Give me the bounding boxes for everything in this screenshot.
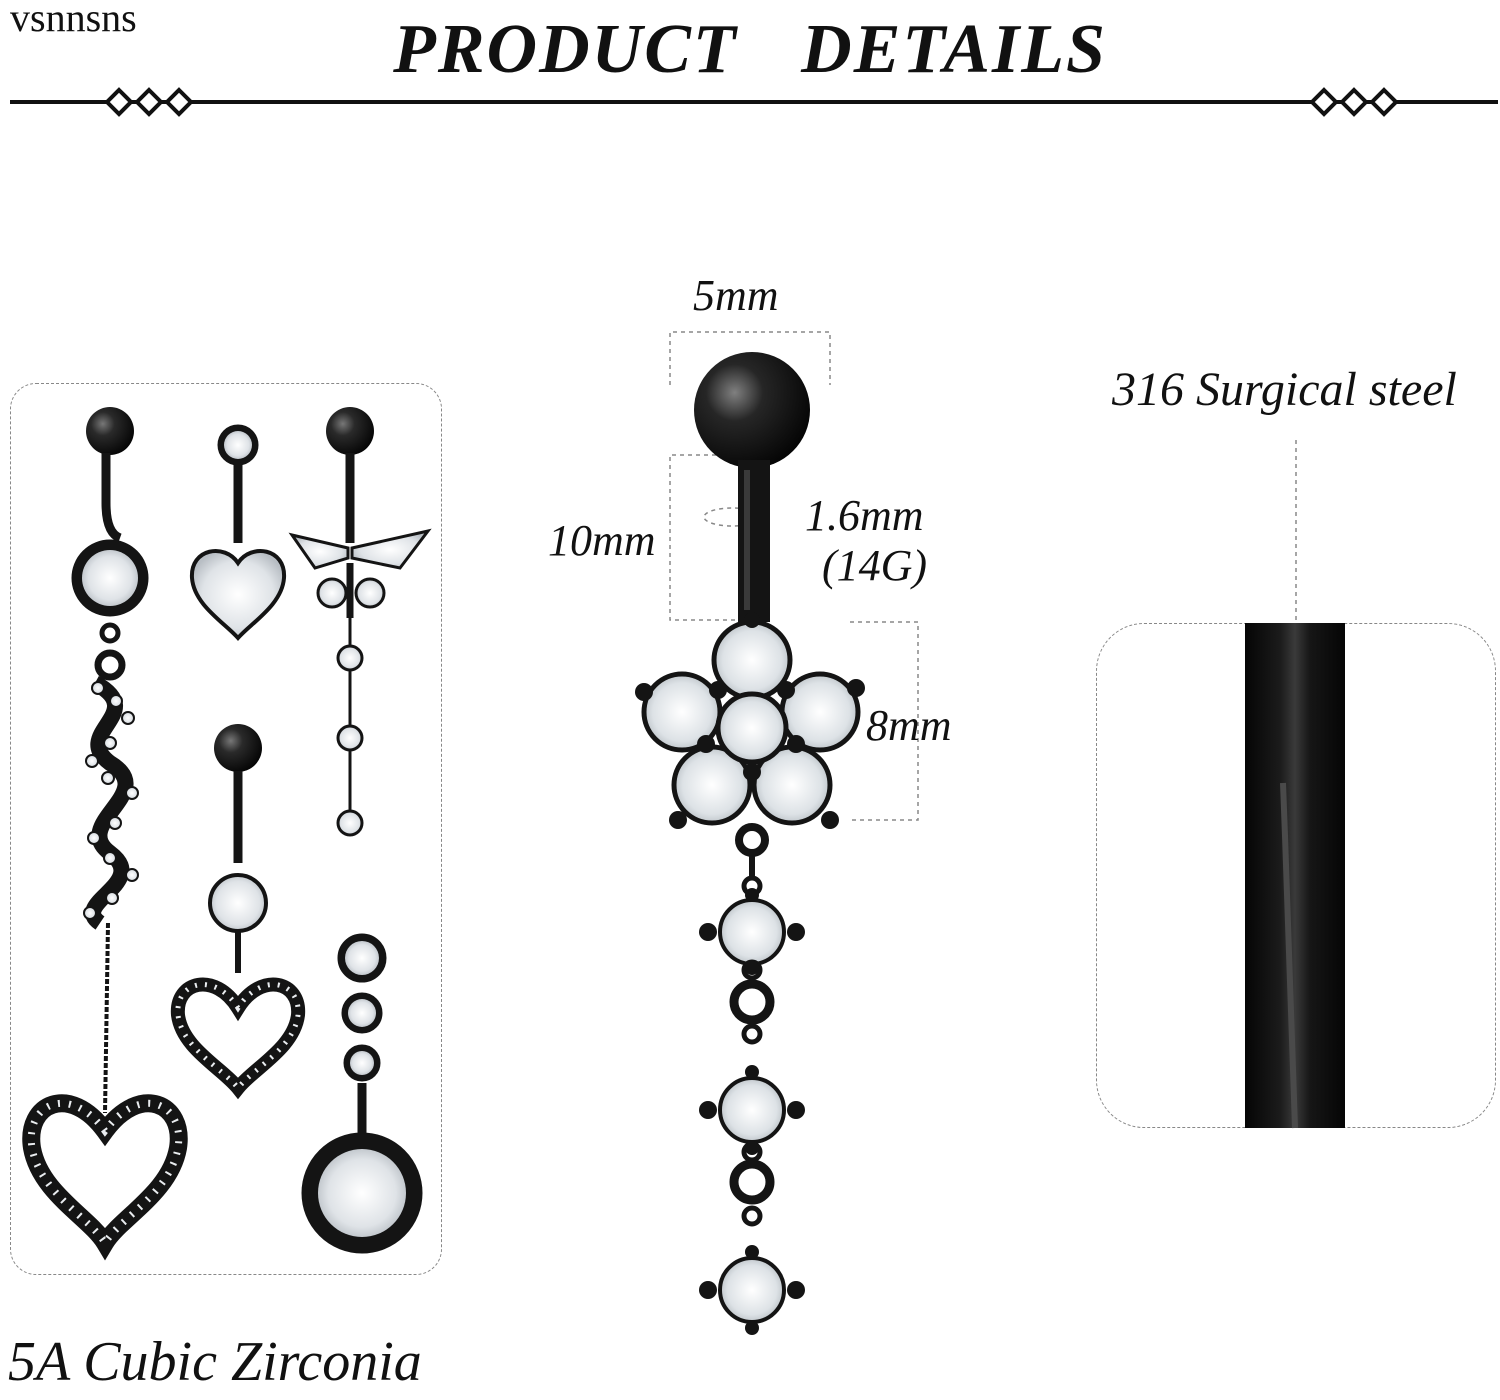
dangle-chain [718, 823, 786, 1324]
zirconia-caption: 5A Cubic Zirconia [8, 1331, 422, 1393]
flower-size-label: 8mm [866, 701, 952, 750]
flower-charm [641, 619, 861, 826]
collection-panel [10, 383, 442, 1275]
piercing-butterfly [288, 407, 432, 837]
piercing-heart-gem [189, 424, 287, 642]
ball-size-label: 5mm [693, 271, 779, 320]
piercing-round-gem [301, 933, 423, 1254]
jewelry-collection-illustration [22, 407, 432, 1261]
page-title: PRODUCT DETAILS [393, 11, 1107, 88]
diamond-ornament-right-icon [1309, 87, 1399, 117]
brand-name: vsnnsns [10, 0, 137, 40]
steel-callout-line [1295, 440, 1297, 625]
steel-bar-closeup [1245, 623, 1345, 1129]
gauge-label: (14G) [822, 541, 928, 590]
piercing-open-heart [170, 724, 306, 1100]
measured-piercing-illustration [635, 331, 919, 1335]
bar-length-label: 10mm [548, 516, 656, 565]
piercing-spiral-heart [22, 407, 188, 1261]
steel-caption: 316 Surgical steel [1112, 363, 1457, 416]
diamond-ornament-left-icon [104, 87, 194, 117]
thickness-label: 1.6mm [805, 491, 924, 540]
header-divider [10, 100, 1498, 104]
